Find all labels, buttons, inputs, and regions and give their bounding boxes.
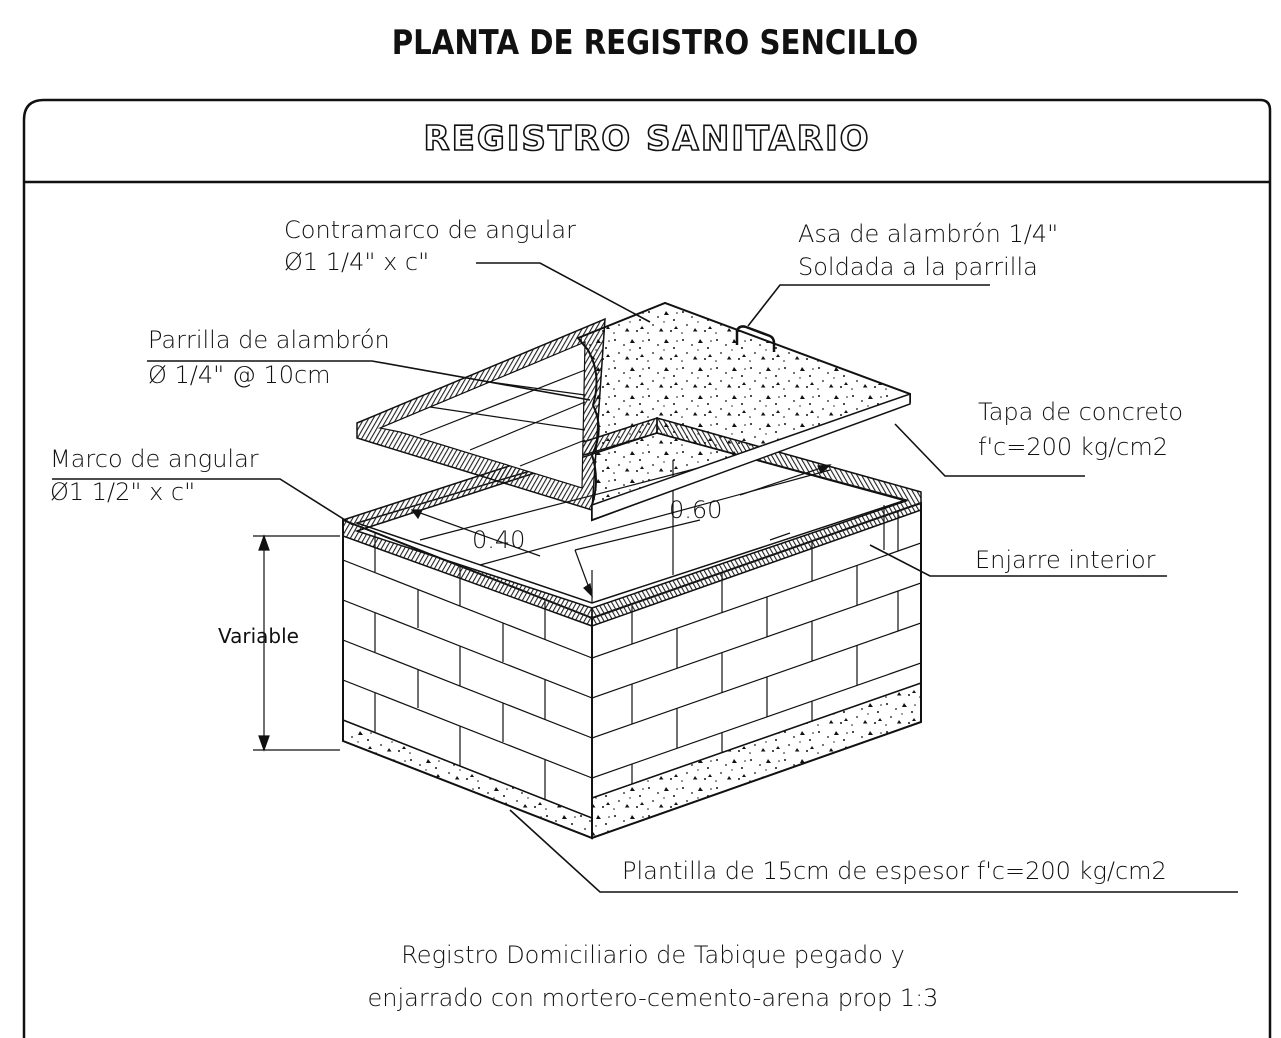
dim-length: 0.60 bbox=[669, 496, 722, 524]
leader-lines bbox=[52, 262, 1238, 893]
label-variable: Variable bbox=[218, 624, 299, 648]
note-line-1: Registro Domiciliario de Tabique pegado … bbox=[401, 941, 905, 969]
label-plantilla: Plantilla de 15cm de espesor f'c=200 kg/… bbox=[622, 857, 1167, 885]
lid-edge bbox=[591, 392, 911, 522]
panel-frame bbox=[22, 98, 1272, 1038]
note-line-2: enjarrado con mortero-cemento-arena prop… bbox=[368, 984, 939, 1012]
label-asa-1: Asa de alambrón 1/4" bbox=[798, 220, 1058, 248]
label-contramarco-1: Contramarco de angular bbox=[284, 216, 576, 244]
lid-handle bbox=[735, 325, 776, 352]
dim-width: 0.40 bbox=[472, 526, 525, 554]
lid bbox=[356, 301, 911, 522]
label-tapa-2: f'c=200 kg/cm2 bbox=[978, 433, 1168, 461]
dimension-lines bbox=[253, 464, 832, 752]
label-marco-1: Marco de angular bbox=[50, 445, 259, 473]
label-marco-2: Ø1 1/2" x c" bbox=[50, 478, 195, 506]
panel-title: REGISTRO SANITARIO bbox=[423, 119, 870, 159]
label-contramarco-2: Ø1 1/4" x c" bbox=[284, 248, 429, 276]
label-enjarre: Enjarre interior bbox=[975, 546, 1156, 574]
label-parrilla-1: Parrilla de alambrón bbox=[148, 326, 390, 354]
main-title: PLANTA DE REGISTRO SENCILLO bbox=[392, 24, 919, 63]
label-tapa-1: Tapa de concreto bbox=[978, 398, 1183, 426]
label-parrilla-2: Ø 1/4" @ 10cm bbox=[148, 361, 331, 389]
label-asa-2: Soldada a la parrilla bbox=[798, 253, 1038, 281]
